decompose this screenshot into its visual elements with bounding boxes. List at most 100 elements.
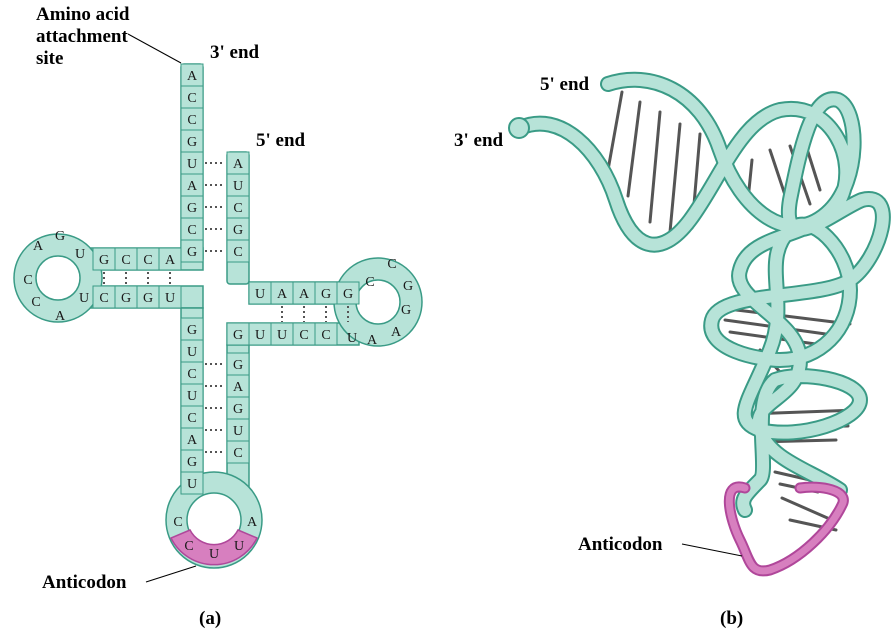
anticodon-loop-base: C (173, 515, 182, 530)
d-loop-base: A (55, 309, 66, 324)
anticodon-stem-left-base: U (181, 472, 203, 494)
svg-text:G: G (233, 328, 243, 343)
acceptor-3-base: G (181, 196, 203, 218)
t-loop-base: A (391, 325, 402, 340)
t-loop-base: G (403, 279, 413, 294)
svg-text:G: G (343, 287, 353, 302)
svg-text:A: A (277, 287, 288, 302)
svg-text:A: A (187, 433, 198, 448)
acceptor-5-base: C (227, 240, 249, 262)
acceptor-3-base: C (181, 86, 203, 108)
svg-text:U: U (255, 287, 265, 302)
t-loop-base: A (367, 333, 378, 348)
t-stem-bottom-base: U (271, 323, 293, 345)
svg-text:G: G (321, 287, 331, 302)
caption-a: (a) (199, 608, 221, 630)
svg-text:C: C (121, 253, 130, 268)
svg-text:U: U (187, 345, 197, 360)
svg-text:U: U (277, 328, 287, 343)
svg-text:G: G (121, 291, 131, 306)
svg-text:U: U (233, 179, 243, 194)
svg-text:C: C (187, 367, 196, 382)
anticodon-label-b: Anticodon (578, 534, 662, 556)
svg-text:A: A (165, 253, 176, 268)
three-prime-cap (509, 118, 529, 138)
svg-text:C: C (233, 201, 242, 216)
acceptor-5-base: U (227, 174, 249, 196)
amino-acid-site-label-line2: attachment (36, 26, 128, 48)
anticodon-loop-base: A (247, 515, 258, 530)
svg-text:G: G (187, 323, 197, 338)
svg-text:U: U (165, 291, 175, 306)
t-stem-bottom-base: U (249, 323, 271, 345)
anticodon-stem-right-base: G (227, 397, 249, 419)
t-stem-top-base: U (249, 282, 271, 304)
svg-text:C: C (321, 328, 330, 343)
d-loop-base: U (79, 291, 89, 306)
amino-acid-site-label-line3: site (36, 48, 63, 70)
acceptor-3-base: A (181, 174, 203, 196)
anticodon-stem-left-base: U (181, 340, 203, 362)
three-prime-end-label-b: 3' end (454, 130, 503, 152)
anticodon-leader-b (682, 544, 742, 556)
t-stem-bottom-base: C (293, 323, 315, 345)
anticodon-stem-right-base: G (227, 353, 249, 375)
t-stem-bottom-base: C (315, 323, 337, 345)
d-stem-top-base: G (93, 248, 115, 270)
svg-text:G: G (187, 135, 197, 150)
d-loop-base: C (31, 295, 40, 310)
cloverleaf-band (14, 64, 422, 568)
anticodon-stem-left-base: A (181, 428, 203, 450)
five-prime-end-label-a: 5' end (256, 130, 305, 152)
t-stem-top-base: G (315, 282, 337, 304)
svg-text:C: C (187, 91, 196, 106)
acceptor-3-base: A (181, 64, 203, 86)
t-stem-top-base: A (293, 282, 315, 304)
d-loop-base: U (75, 247, 85, 262)
svg-text:G: G (233, 358, 243, 373)
svg-text:C: C (299, 328, 308, 343)
t-stem-top-base: A (271, 282, 293, 304)
svg-text:C: C (187, 223, 196, 238)
anticodon-label-a: Anticodon (42, 572, 126, 594)
d-loop-base: A (33, 239, 44, 254)
t-loop-base: C (365, 275, 374, 290)
d-stem-top-base: C (137, 248, 159, 270)
svg-text:G: G (187, 455, 197, 470)
svg-text:C: C (99, 291, 108, 306)
anticodon-leader-a (146, 566, 196, 582)
anticodon-stem-left-base: G (181, 450, 203, 472)
ribbon-backbone (509, 80, 883, 510)
svg-text:U: U (187, 389, 197, 404)
five-prime-end-label-b: 5' end (540, 74, 589, 96)
caption-b: (b) (720, 608, 743, 630)
svg-text:C: C (233, 245, 242, 260)
svg-text:A: A (233, 157, 244, 172)
panel-b-3d-structure (509, 80, 883, 571)
anticodon-stem-left-base: C (181, 406, 203, 428)
svg-text:C: C (143, 253, 152, 268)
d-stem-top-base: A (159, 248, 181, 270)
svg-text:C: C (187, 113, 196, 128)
acceptor-5-base: A (227, 152, 249, 174)
svg-text:A: A (187, 179, 198, 194)
svg-text:A: A (299, 287, 310, 302)
svg-text:G: G (99, 253, 109, 268)
t-stem-bottom-base: G (227, 323, 249, 345)
anticodon-stem-right-base: U (227, 419, 249, 441)
svg-text:A: A (187, 69, 198, 84)
svg-text:C: C (233, 446, 242, 461)
t-loop-base: C (387, 257, 396, 272)
t-loop-base: U (347, 331, 357, 346)
t-loop-base: G (401, 303, 411, 318)
acceptor-3-base: G (181, 130, 203, 152)
anticodon-stem-right-base: C (227, 441, 249, 463)
anticodon-base: U (234, 539, 244, 554)
svg-text:A: A (233, 380, 244, 395)
anticodon-stem-left-base: C (181, 362, 203, 384)
anticodon-stem-left-base: U (181, 384, 203, 406)
acceptor-3-base: C (181, 218, 203, 240)
d-loop-base: C (23, 273, 32, 288)
